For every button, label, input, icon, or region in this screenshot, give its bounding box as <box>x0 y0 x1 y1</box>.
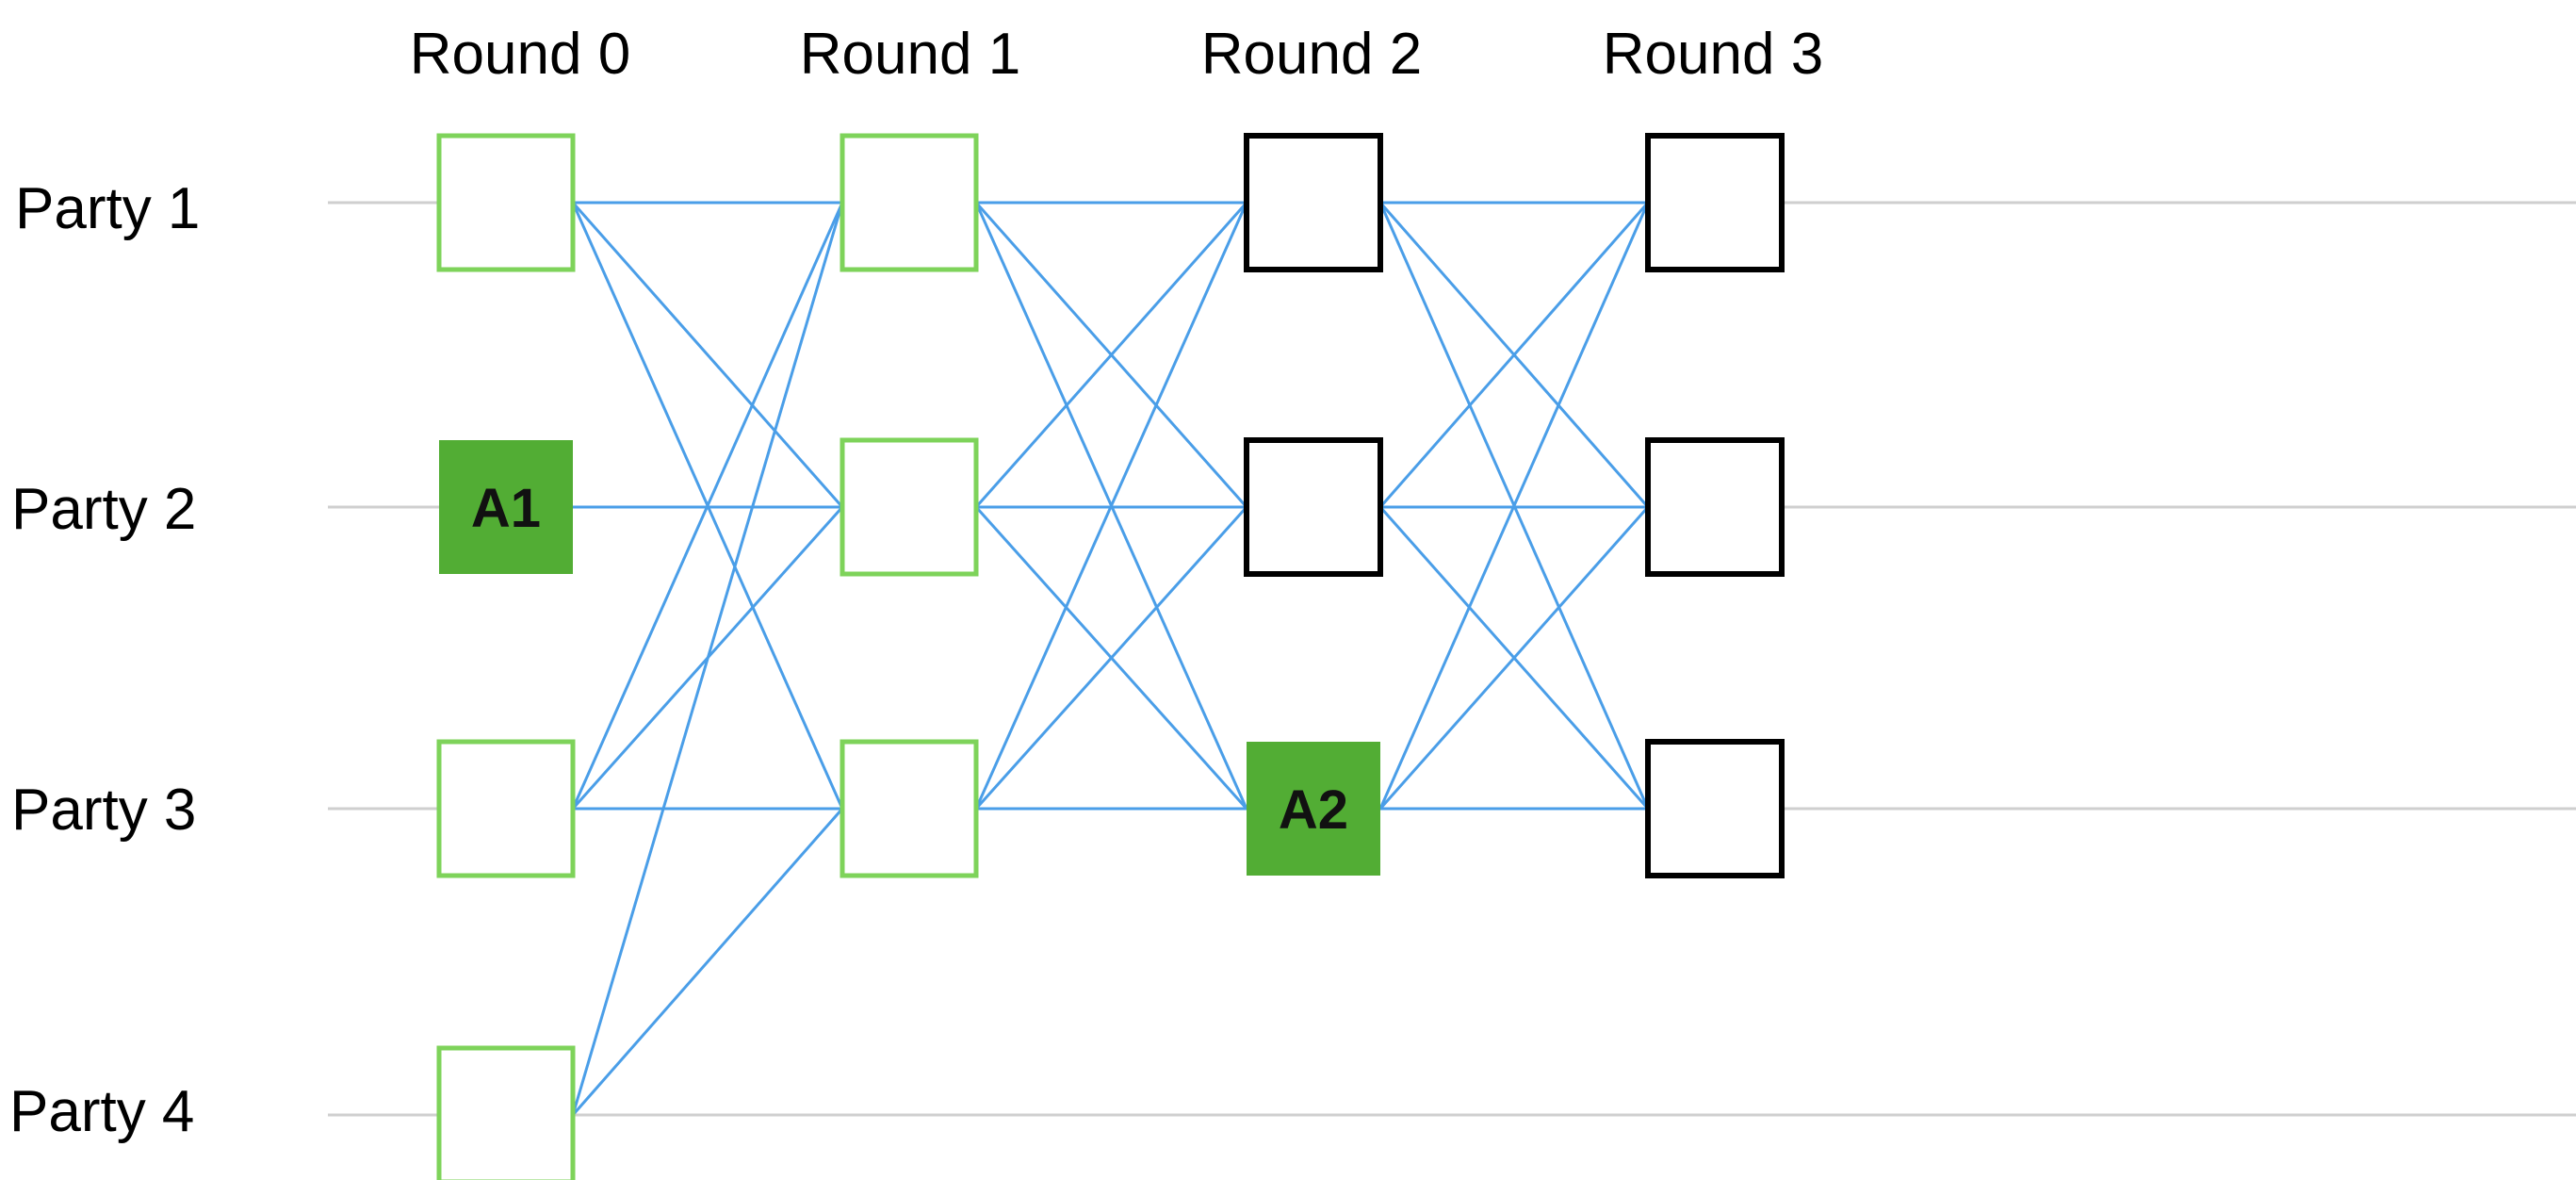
edge-r2p3-r3p2 <box>1378 506 1650 810</box>
edge-r2p3-r3p1 <box>1378 202 1650 810</box>
node-round-2-party-3-label: A2 <box>1279 779 1348 841</box>
round-label-2: Round 2 <box>1201 22 1422 87</box>
node-round-1-party-1 <box>840 133 979 272</box>
party-timelines <box>328 201 2576 1117</box>
node-round-1-party-3 <box>840 739 979 878</box>
edge-r1p3-r2p1 <box>974 202 1248 810</box>
node-round-0-party-1 <box>436 133 576 272</box>
edge-r1p2-r2p1 <box>974 202 1248 508</box>
node-round-3-party-1 <box>1645 133 1785 272</box>
node-round-2-party-2 <box>1244 437 1383 577</box>
round-label-1: Round 1 <box>800 22 1020 87</box>
round-label-0: Round 0 <box>410 22 630 87</box>
party-label-3: Party 3 <box>11 778 196 843</box>
node-round-0-party-2 <box>439 440 573 574</box>
edge-r0p4-r1p1 <box>571 202 844 1116</box>
node-round-0-party-3 <box>436 739 576 878</box>
edge-r2p2-r3p1 <box>1378 202 1650 508</box>
node-round-2-party-1 <box>1244 133 1383 272</box>
party-label-column: Party 1 Party 2 Party 3 Party 4 <box>9 176 200 1144</box>
node-round-0-party-2-label: A1 <box>471 478 541 539</box>
round-header-row: Round 0 Round 1 Round 2 Round 3 <box>410 22 1823 87</box>
node-round-1-party-2 <box>840 437 979 577</box>
message-edges <box>571 201 1650 1116</box>
party-label-1: Party 1 <box>15 176 200 241</box>
edge-r0p4-r1p3 <box>571 808 844 1116</box>
node-round-0-party-4 <box>436 1045 576 1180</box>
edge-r0p1-r1p2 <box>571 202 844 508</box>
edge-r0p3-r1p1 <box>571 202 844 810</box>
node-round-3-party-2 <box>1645 437 1785 577</box>
party-label-4: Party 4 <box>9 1079 194 1144</box>
edge-r1p3-r2p2 <box>974 505 1248 811</box>
node-round-3-party-3 <box>1645 739 1785 878</box>
node-round-2-party-3 <box>1247 742 1380 876</box>
round-label-3: Round 3 <box>1603 22 1823 87</box>
party-label-2: Party 2 <box>11 477 196 542</box>
